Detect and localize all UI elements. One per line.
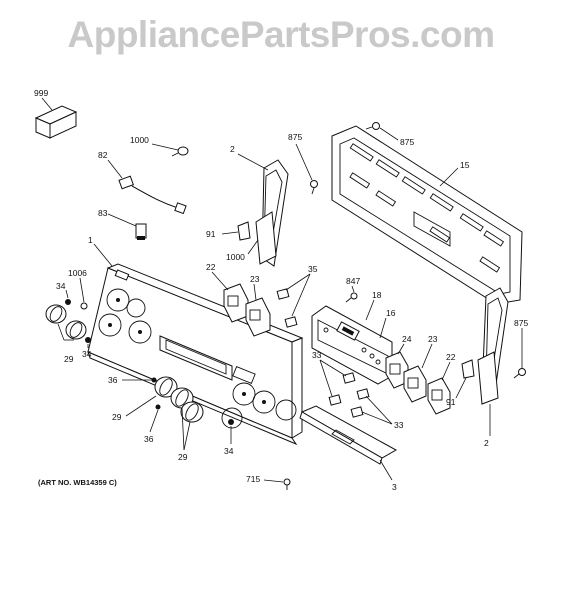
callout-875-c: 875 <box>514 318 528 328</box>
part-91-clip-right <box>461 359 475 379</box>
part-2-bracket-right <box>477 287 509 405</box>
callout-22-right: 22 <box>446 352 456 362</box>
part-875-screw-c <box>513 368 526 379</box>
art-number: (ART NO. WB14359 C) <box>38 478 117 487</box>
panel-dial-markings-right <box>221 382 297 429</box>
part-16-electronic-control <box>311 305 393 385</box>
part-15-backsplash-frame <box>331 125 523 305</box>
callout-82: 82 <box>98 150 108 160</box>
callout-24: 24 <box>402 334 412 344</box>
knob-29-left-1 <box>45 304 67 324</box>
callout-23-right: 23 <box>428 334 438 344</box>
part-23-switch-right <box>403 365 427 403</box>
callout-1000-lower: 1000 <box>226 252 245 262</box>
callout-1000-top: 1000 <box>130 135 149 145</box>
callout-35: 35 <box>308 264 318 274</box>
part-83-connector <box>135 223 147 240</box>
callout-29-left: 29 <box>64 354 74 364</box>
part-3-trim-strip <box>299 405 398 465</box>
callout-875-a: 875 <box>288 132 302 142</box>
callout-715: 715 <box>246 474 260 484</box>
callout-34-upper: 34 <box>56 281 66 291</box>
callout-34-lower: 34 <box>224 446 234 456</box>
part-36-clip-a <box>151 377 157 383</box>
callout-91-right: 91 <box>446 397 456 407</box>
panel-dial-markings-left <box>98 288 152 344</box>
part-34-spring-left <box>65 299 71 305</box>
part-847-screw <box>345 292 358 303</box>
knob-29-lower-1 <box>154 376 178 398</box>
callout-15: 15 <box>460 160 470 170</box>
callout-23-upper: 23 <box>250 274 260 284</box>
callout-33-right: 33 <box>394 420 404 430</box>
callout-999: 999 <box>34 88 48 98</box>
knob-29-lower-3 <box>180 401 204 423</box>
part-36-clip-b <box>155 404 161 410</box>
part-23-switch-upper <box>245 297 271 337</box>
part-1000-screw <box>171 146 189 157</box>
callout-875-b: 875 <box>400 137 414 147</box>
callout-83: 83 <box>98 208 108 218</box>
callout-34-middle: 34 <box>82 349 92 359</box>
callout-1: 1 <box>88 235 93 245</box>
part-999-box <box>34 105 78 139</box>
part-91-clip-left <box>237 221 251 241</box>
part-82-wire-harness <box>118 175 187 215</box>
part-33-blocks <box>328 372 370 418</box>
part-34-spring-lower <box>228 419 234 425</box>
callout-29-lower: 29 <box>178 452 188 462</box>
callout-22-upper: 22 <box>206 262 216 272</box>
callout-16: 16 <box>386 308 396 318</box>
part-35-blocks <box>276 288 298 328</box>
callout-847: 847 <box>346 276 360 286</box>
callout-1006: 1006 <box>68 268 87 278</box>
callout-3: 3 <box>392 482 397 492</box>
callout-91-left: 91 <box>206 229 216 239</box>
callout-2-right: 2 <box>484 438 489 448</box>
callout-36-lower: 36 <box>144 434 154 444</box>
part-715-screw <box>283 478 291 490</box>
callout-2-top: 2 <box>230 144 235 154</box>
part-875-screw-a <box>310 180 318 195</box>
callout-29-lower-left: 29 <box>112 412 122 422</box>
callout-33-left: 33 <box>312 350 322 360</box>
knob-29-left-2 <box>65 320 87 340</box>
part-2-bracket-left <box>255 159 289 267</box>
watermark: AppliancePartsPros.com <box>67 14 495 55</box>
part-875-screw-b <box>365 122 380 130</box>
callout-36-upper: 36 <box>108 375 118 385</box>
part-34-spring-left-2 <box>85 337 91 343</box>
part-1006-clip <box>80 302 88 310</box>
callout-18: 18 <box>372 290 382 300</box>
part-22-switch-right <box>427 377 451 415</box>
